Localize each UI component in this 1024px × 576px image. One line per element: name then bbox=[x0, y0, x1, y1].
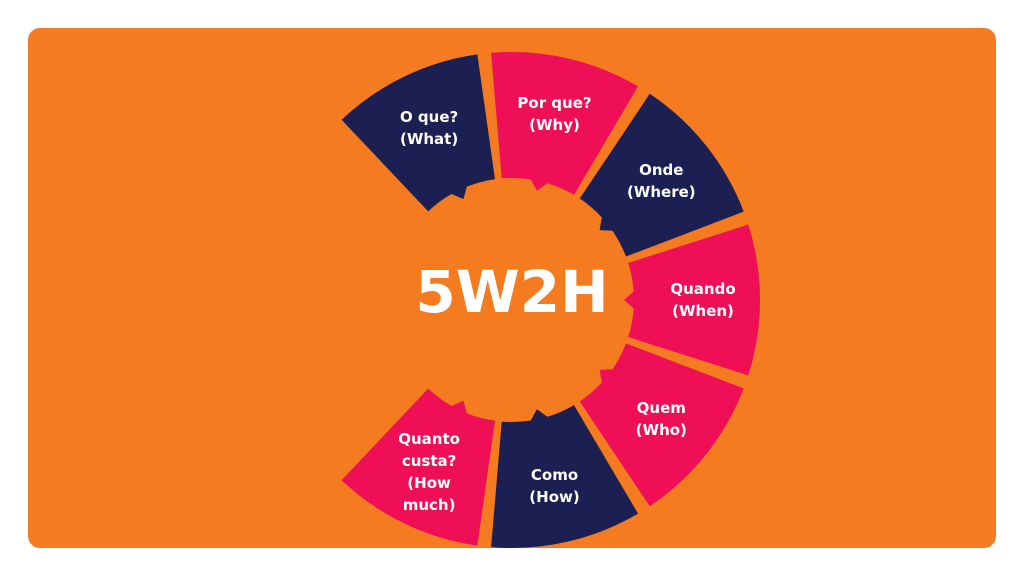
segment-label-line: Onde bbox=[639, 161, 683, 179]
segments-layer: O que? (What) Por que? (Why) Onde (Where) Quan… bbox=[341, 51, 761, 549]
segment-shape-why bbox=[491, 51, 639, 195]
segment-label-when: Quando (When) bbox=[670, 280, 735, 320]
segment-when: Quando (When) bbox=[624, 224, 761, 376]
segment-where: Onde (Where) bbox=[579, 93, 744, 257]
segment-label-line: (Where) bbox=[627, 183, 696, 201]
segment-label-line: custa? bbox=[402, 452, 457, 470]
segment-shape-who bbox=[579, 343, 744, 507]
segment-label-what: O que? (What) bbox=[400, 108, 458, 148]
segment-label-who: Quem (Who) bbox=[636, 399, 687, 439]
segment-label-line: (How bbox=[407, 474, 451, 492]
segment-label-line: (What) bbox=[400, 130, 458, 148]
segment-label-line: (When) bbox=[672, 302, 734, 320]
segment-label-how: Como (How) bbox=[529, 466, 579, 506]
segment-how-much: Quanto custa? (How much) bbox=[341, 388, 495, 546]
segment-label-where: Onde (Where) bbox=[627, 161, 696, 201]
segment-who: Quem (Who) bbox=[579, 343, 744, 507]
segment-label-line: (Who) bbox=[636, 421, 687, 439]
segment-label-how-much: Quanto custa? (How much) bbox=[398, 430, 460, 514]
segment-what: O que? (What) bbox=[341, 54, 495, 212]
segment-shape-how-much bbox=[341, 388, 495, 546]
segment-label-line: Como bbox=[531, 466, 578, 484]
segment-label-line: (How) bbox=[529, 488, 579, 506]
segment-shape-what bbox=[341, 54, 495, 212]
segment-label-line: Por que? bbox=[517, 94, 591, 112]
segment-shape-when bbox=[624, 224, 761, 376]
segment-why: Por que? (Why) bbox=[491, 51, 639, 195]
segment-label-line: Quem bbox=[637, 399, 686, 417]
segment-label-line: (Why) bbox=[529, 116, 580, 134]
segment-label-line: Quanto bbox=[398, 430, 460, 448]
segment-how: Como (How) bbox=[491, 405, 639, 549]
segment-shape-where bbox=[579, 93, 744, 257]
segment-label-line: O que? bbox=[400, 108, 458, 126]
segment-label-line: much) bbox=[403, 496, 456, 514]
segment-label-why: Por que? (Why) bbox=[517, 94, 591, 134]
segment-label-line: Quando bbox=[670, 280, 735, 298]
segment-shape-how bbox=[491, 405, 639, 549]
center-title: 5W2H bbox=[415, 258, 608, 326]
